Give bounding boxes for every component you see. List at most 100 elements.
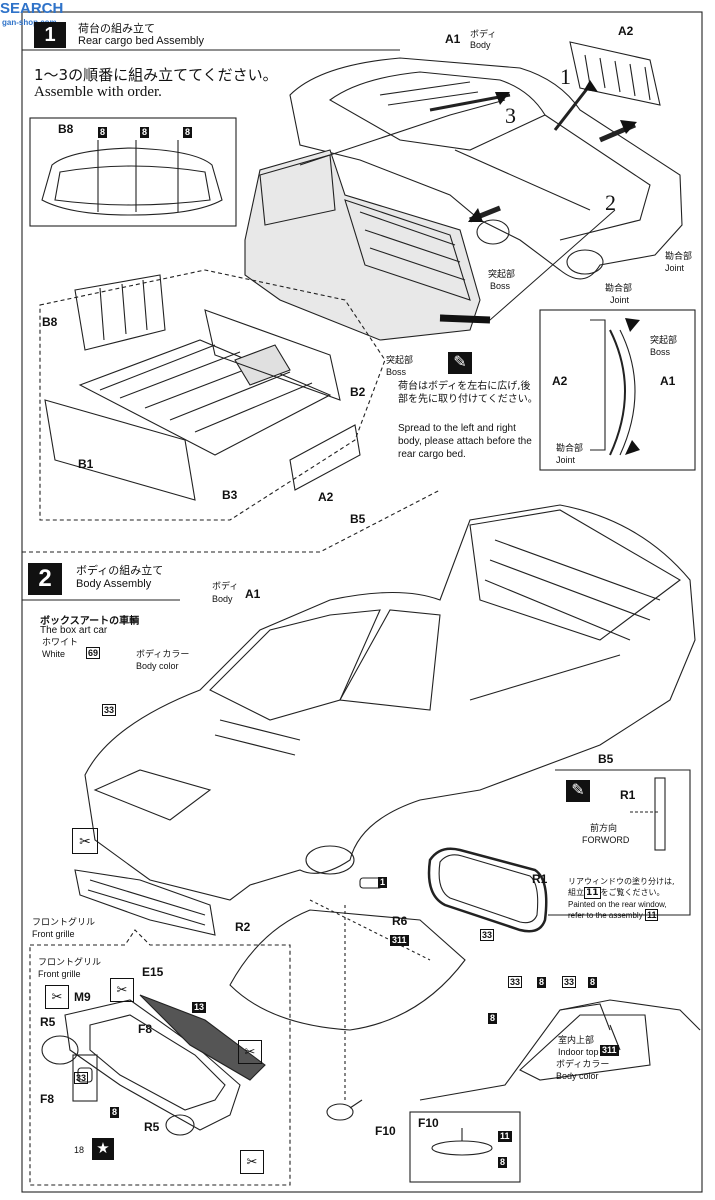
joint-jp-2: 勘合部	[605, 284, 633, 294]
label-a1-step2: A1	[245, 587, 261, 601]
paint-8-b: 8	[140, 127, 150, 138]
order-label-1: 1	[560, 64, 571, 89]
step1-title-jp: 荷台の組み立て	[78, 22, 155, 35]
grille-detail-jp: フロントグリル	[38, 958, 102, 968]
step1-note-en: Spread to the left and right body, pleas…	[398, 423, 532, 460]
step2-title-en: Body Assembly	[76, 578, 152, 590]
label-f10: F10	[375, 1124, 396, 1138]
label-r1: R1	[532, 872, 548, 886]
rear-window-en2: refer to the assembly 11	[568, 909, 659, 921]
paint-33-hood: 33	[102, 704, 117, 716]
label-f10-inset: F10	[418, 1116, 439, 1130]
detail-label-a1: A1	[660, 374, 676, 388]
boss-en-2: Boss	[386, 367, 407, 377]
paint-18: 18	[74, 1145, 85, 1155]
watermark-sub: gan-shop.com	[2, 18, 57, 27]
paint-13: 13	[192, 1002, 207, 1013]
note-brush-icon: ✎	[448, 352, 472, 374]
body-car-drawing	[84, 504, 696, 901]
watermark: SEARCH	[0, 0, 63, 17]
paint-8-f10: 8	[498, 1157, 508, 1168]
forward-en: FORWORD	[582, 835, 630, 845]
label-r6: R6	[392, 914, 408, 928]
paint-1: 1	[378, 877, 388, 888]
label-r1-info: R1	[620, 788, 636, 802]
watermark-main: SEARCH	[0, 0, 64, 17]
label-r5-bottom: R5	[144, 1120, 160, 1134]
page-border	[21, 11, 703, 1193]
detail-boss-jp: 突起部	[650, 336, 678, 346]
label-b3: B3	[222, 488, 238, 502]
paint-8-c: 8	[183, 127, 193, 138]
label-a2-top: A2	[618, 24, 634, 38]
paint-8-f8: 8	[110, 1107, 120, 1118]
step1-number: 1	[34, 22, 66, 48]
label-body-en-top: Body	[470, 40, 491, 50]
indoor-en: Indoor top	[558, 1047, 599, 1057]
detail-boss-en: Boss	[650, 347, 671, 357]
b1-side-panel-drawing	[44, 399, 196, 501]
boss-jp-2: 突起部	[386, 356, 414, 366]
indoor-jp: 室内上部	[558, 1036, 595, 1046]
front-grille-jp: フロントグリル	[32, 918, 96, 928]
boss-jp-1: 突起部	[488, 270, 516, 280]
label-r2: R2	[235, 920, 251, 934]
grille-detail-drawing	[41, 994, 266, 1136]
label-f8-top: F8	[138, 1022, 153, 1036]
rear-window-jp1: リアウィンドウの塗り分けは,	[568, 877, 675, 886]
r2-windshield-drawing	[229, 909, 466, 1031]
r1-rear-window-drawing	[427, 847, 548, 933]
joint-jp-1: 勘合部	[665, 252, 693, 262]
step2-title-jp: ボディの組み立て	[76, 564, 164, 577]
note-brush-icon-r1: ✎	[566, 780, 590, 802]
step1-note-jp: 荷台はボディを左右に広げ,後部を先に取り付けてください。	[398, 381, 538, 405]
boss-en-1: Boss	[490, 281, 511, 291]
paint-311: 311	[390, 935, 409, 946]
label-body-jp-top: ボディ	[470, 30, 497, 40]
step1-instruction-en: Assemble with order.	[34, 84, 162, 100]
label-b8: B8	[42, 315, 58, 329]
label-f8-bottom: F8	[40, 1092, 55, 1106]
roof-body-color-en: Body color	[556, 1071, 599, 1081]
roof-detail-drawing	[419, 999, 701, 1101]
paint-33-roof-a: 33	[508, 976, 523, 988]
label-b1: B1	[78, 457, 94, 471]
detail-box-frame	[539, 309, 696, 471]
label-b5-top: B5	[350, 512, 366, 526]
cement-icon-grille: ✂	[72, 828, 98, 854]
paint-8-roof-a: 8	[537, 977, 547, 988]
r1-info-box-frame	[548, 769, 691, 916]
detail-label-a2: A2	[552, 374, 568, 388]
paint-311-indoor: 311	[600, 1045, 619, 1056]
f10-mirror-drawing	[326, 905, 363, 1121]
boxart-jp: ボックスアートの車輌	[40, 616, 140, 627]
cement-icon-r5: ✂	[240, 1150, 264, 1174]
b8-part-drawing	[41, 147, 223, 216]
cement-icon-e15: ✂	[110, 978, 134, 1002]
joint-en-2: Joint	[610, 295, 630, 305]
cement-icon-m9: ✂	[45, 985, 69, 1009]
order-label-3: 3	[505, 103, 516, 128]
cargo-bed-assembled-drawing	[244, 149, 481, 341]
label-b2: B2	[350, 385, 366, 399]
paint-33-r1: 33	[480, 929, 495, 941]
a2-tailgate-drawing	[569, 41, 661, 106]
white-jp: ホワイト	[42, 638, 79, 648]
a1-body-drawing	[289, 57, 683, 280]
roof-body-color-jp: ボディカラー	[556, 1060, 610, 1070]
paint-8-roof-b: 8	[588, 977, 598, 988]
rear-window-en1: Painted on the rear window,	[568, 900, 667, 909]
step1-instruction-jp: 1〜3の順番に組み立ててください。	[34, 66, 278, 84]
body-color-en: Body color	[136, 661, 179, 671]
label-b8-inset: B8	[58, 122, 74, 136]
cement-icon-r: ✂	[238, 1040, 262, 1064]
label-a1-top: A1	[445, 32, 461, 46]
step1-title-en: Rear cargo bed Assembly	[78, 35, 204, 47]
grille-detail-en: Front grille	[38, 969, 81, 979]
detail-joint-jp: 勘合部	[556, 444, 584, 454]
order-label-2: 2	[605, 190, 616, 215]
white-code: 69	[86, 647, 101, 659]
